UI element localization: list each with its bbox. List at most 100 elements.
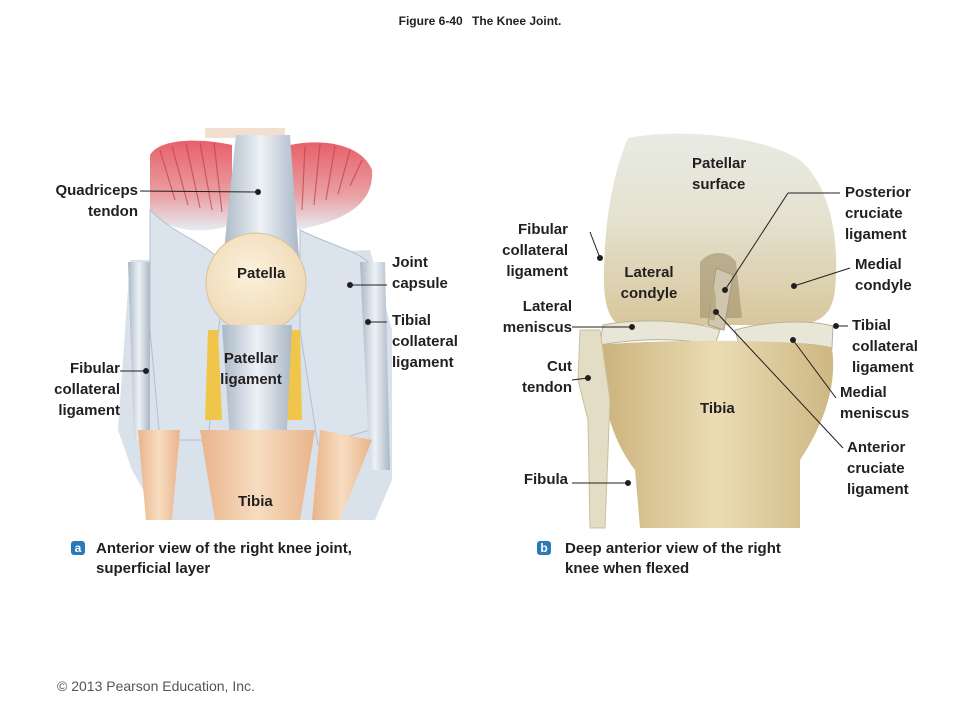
leader-medial-meniscus: [792, 339, 837, 399]
label-line: Fibular: [517, 221, 568, 238]
label-line: Lateral: [522, 298, 572, 315]
panel-b-caption: Deep anterior view of the right knee whe…: [565, 539, 781, 579]
leader-dot: [625, 480, 631, 486]
label-line: Medial: [840, 384, 887, 401]
label-quadriceps-tendon: Quadriceps tendon: [38, 180, 138, 222]
label-line: collateral: [54, 381, 120, 398]
leader-dot: [255, 189, 261, 195]
label-line: ligament: [845, 226, 907, 243]
label-line: Anterior: [847, 439, 906, 456]
label-line: Posterior: [845, 184, 911, 201]
anterior-superficial-illustration: [118, 128, 392, 520]
muscle-fiber: [325, 145, 336, 201]
label-line: collateral: [502, 242, 568, 259]
tibia-plateau: [600, 340, 834, 528]
label-patellar-ligament: Patellar ligament: [212, 348, 290, 390]
label-line: Fibular: [69, 360, 120, 377]
femur-shaft-edge: [205, 128, 285, 138]
caption-line: Deep anterior view of the right: [565, 540, 781, 557]
label-line: condyle: [855, 277, 912, 294]
tibia-bone: [200, 430, 315, 520]
panel-a-caption: Anterior view of the right knee joint, s…: [96, 539, 352, 579]
label-tibia-a: Tibia: [238, 491, 273, 512]
panel-b-badge: b: [537, 541, 551, 555]
label-patellar-surface: Patellar surface: [692, 153, 746, 195]
leader-dot: [713, 309, 719, 315]
leader-dot: [629, 324, 635, 330]
label-line: ligament: [58, 402, 120, 419]
muscle-fiber: [301, 145, 306, 211]
leader-dot: [143, 368, 149, 374]
label-line: tendon: [522, 379, 572, 396]
label-fibular-collateral-ligament-a: Fibular collateral ligament: [28, 358, 120, 421]
leader-dot: [722, 287, 728, 293]
caption-line: superficial layer: [96, 560, 211, 577]
leader-dot: [790, 337, 796, 343]
label-line: cruciate: [847, 460, 905, 477]
femur-condyles: [603, 133, 837, 325]
muscle-fiber: [349, 159, 363, 187]
label-line: Tibial: [392, 312, 431, 329]
muscle-fiber: [313, 143, 321, 206]
vastus-medialis-muscle: [290, 142, 373, 230]
label-line: Lateral: [624, 264, 674, 281]
label-tibial-collateral-ligament-a: Tibial collateral ligament: [392, 310, 458, 373]
label-fibular-collateral-ligament-b: Fibular collateral ligament: [478, 219, 568, 282]
label-joint-capsule: Joint capsule: [392, 252, 448, 294]
fibular-collateral-ligament-shape: [128, 262, 150, 440]
label-lateral-condyle: Lateral condyle: [611, 262, 687, 304]
label-fibula: Fibula: [492, 469, 568, 490]
label-medial-meniscus: Medial meniscus: [840, 382, 909, 424]
leader-anterior-cruciate: [715, 311, 844, 449]
label-line: ligament: [852, 359, 914, 376]
deep-anterior-photo: [577, 133, 837, 529]
label-tibia-b: Tibia: [700, 398, 735, 419]
leader-dot: [365, 319, 371, 325]
muscle-fiber: [171, 145, 189, 206]
label-anterior-cruciate-ligament: Anterior cruciate ligament: [847, 437, 909, 500]
label-lateral-meniscus: Lateral meniscus: [482, 296, 572, 338]
label-patella: Patella: [237, 263, 285, 284]
label-line: Cut: [547, 358, 572, 375]
label-line: Tibia: [700, 400, 735, 417]
label-line: ligament: [847, 481, 909, 498]
label-line: Quadriceps: [55, 182, 138, 199]
leader-dot: [833, 323, 839, 329]
label-line: Patella: [237, 265, 286, 282]
label-line: collateral: [392, 333, 458, 350]
label-line: Tibial: [852, 317, 891, 334]
figure-number: Figure 6-40: [398, 14, 463, 28]
label-posterior-cruciate-ligament: Posterior cruciate ligament: [845, 182, 911, 245]
leader-quadriceps-tendon: [139, 190, 259, 193]
muscle-fiber: [185, 143, 201, 209]
leader-medial-condyle: [793, 267, 851, 287]
label-medial-condyle: Medial condyle: [855, 254, 912, 296]
tibial-collateral-ligament-shape: [360, 262, 390, 470]
leader-fibular-collateral-b: [589, 231, 601, 259]
label-line: ligament: [220, 371, 282, 388]
label-line: collateral: [852, 338, 918, 355]
label-line: ligament: [506, 263, 568, 280]
copyright-notice: © 2013 Pearson Education, Inc.: [57, 678, 255, 694]
panel-a-badge: a: [71, 541, 85, 555]
label-line: Medial: [855, 256, 902, 273]
vastus-lateralis-muscle: [150, 140, 232, 231]
label-line: tendon: [88, 203, 138, 220]
muscle-fiber: [213, 142, 223, 213]
anterior-cruciate-shape: [702, 268, 717, 321]
label-line: Patellar: [692, 155, 747, 172]
label-line: surface: [692, 176, 746, 193]
label-line: meniscus: [840, 405, 910, 422]
leader-dot: [347, 282, 353, 288]
leader-lines: [120, 189, 851, 486]
label-line: Joint: [392, 254, 428, 271]
caption-line: knee when flexed: [565, 560, 690, 577]
label-line: ligament: [392, 354, 454, 371]
tibia-medial-bone: [312, 430, 372, 520]
figure-title: Figure 6-40 The Knee Joint.: [0, 14, 960, 28]
leader-dot: [791, 283, 797, 289]
leader-dot: [585, 375, 591, 381]
label-line: Tibia: [238, 493, 273, 510]
label-line: condyle: [620, 285, 678, 302]
